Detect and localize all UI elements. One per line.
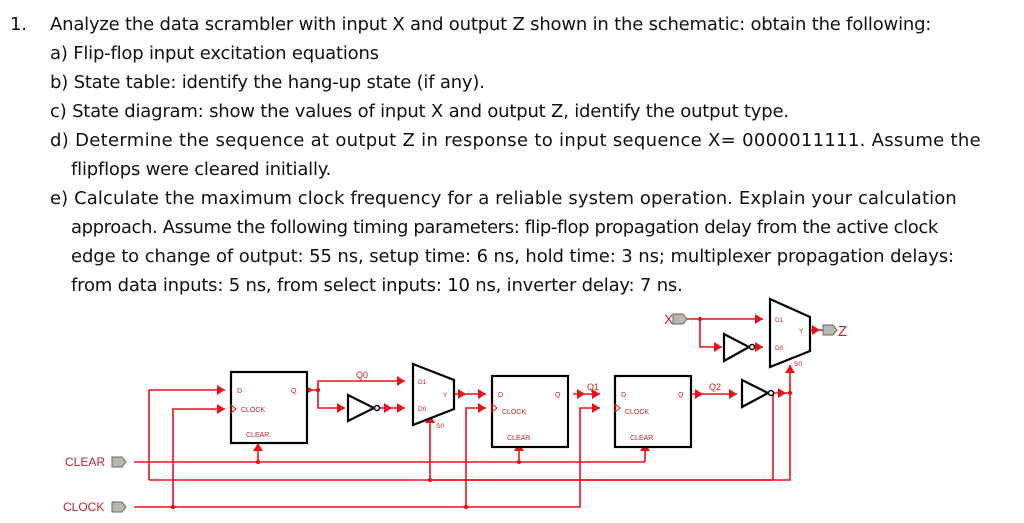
mux1-d1-label: D1 [418,379,427,386]
junctions [170,316,793,510]
multiplexer-2: D1 D0 Y S0 [768,297,812,369]
inverter-q2 [740,378,775,409]
input-clear-label: CLEAR [65,455,105,469]
ff2-clock-triangle-icon [614,402,621,414]
mux2-d0-label: D0 [775,345,784,352]
part-text: State table: identify the hang-up state … [73,72,485,93]
part-label: e) [50,188,69,209]
ff1-clock-label: CLOCK [502,409,526,416]
multiplexer-1: D1 D0 Y S0 [411,362,456,430]
part-e-continuation-2: edge to change of output: 55 ns, setup t… [71,246,955,267]
flipflop-1: D Q CLOCK CLEAR [490,374,570,449]
mux2-d1-label: D1 [775,317,784,324]
ff0-clock-label: CLOCK [241,407,265,414]
q2n-loop-wire [428,393,791,481]
part-c: c) State diagram: show the values of inp… [50,101,789,122]
part-text: Flip-flop input excitation equations [73,43,379,64]
input-x-label: X [664,311,674,327]
ff0-d-label: D [237,388,242,395]
ff0-q-label: Q [291,388,297,395]
part-d: d) Determine the sequence at output Z in… [50,130,981,151]
net-q0-label: Q0 [356,370,368,380]
flipflop-2: D Q CLOCK CLEAR [613,374,693,449]
input-clock-label: CLOCK [63,500,104,514]
x-inverter-wire [699,319,722,348]
ff0-d-wire [148,389,225,480]
ff1-q-label: Q [555,392,561,399]
part-e-continuation-3: from data inputs: 5 ns, from select inpu… [71,275,683,296]
wires [134,318,823,508]
ff0-clock-wire [172,408,225,507]
ff2-clock-label: CLOCK [625,409,649,416]
ff1-clear-label: CLEAR [507,435,530,442]
flipflop-0: D Q CLOCK CLEAR [229,370,309,445]
input-port-x-icon [672,313,688,325]
part-label: d) [50,130,70,151]
part-e: e) Calculate the maximum clock frequency… [50,188,957,209]
part-label: a) [50,43,68,64]
part-a: a) Flip-flop input excitation equations [50,43,379,64]
input-port-x: X [664,311,688,327]
input-port-clock: CLOCK [63,500,127,514]
part-e-continuation-1: approach. Assume the following timing pa… [71,217,938,238]
part-label: b) [50,72,69,93]
input-port-clear: CLEAR [65,455,127,469]
ff2-d-label: D [621,392,626,399]
inverter-q0 [346,393,381,423]
question-number: 1. [10,14,27,35]
output-z-label: Z [838,323,847,340]
output-port-z-icon [822,324,838,336]
mux1-y-label: Y [443,392,448,399]
part-d-continuation: flipflops were cleared initially. [71,159,332,180]
mux1-d0-label: D0 [418,406,427,413]
part-text: State diagram: show the values of input … [72,101,789,122]
part-text: Determine the sequence at output Z in re… [75,130,981,151]
part-text: Calculate the maximum clock frequency fo… [74,188,957,209]
mux1-s0-label: S0 [436,423,444,430]
ff0-clear-label: CLEAR [246,432,269,439]
input-port-clear-icon [111,456,127,468]
mux2-y-label: Y [799,328,804,335]
net-q2-label: Q2 [709,382,721,392]
mux2-s0-label: S0 [794,361,802,368]
input-port-clock-icon [111,501,127,513]
ff1-d-label: D [498,392,503,399]
ff2-q-label: Q [678,392,684,399]
ff0-clock-triangle-icon [230,403,237,415]
arrowheads [217,314,820,451]
inverter-x [722,332,756,363]
ff1-clock-triangle-icon [491,402,498,414]
part-label: c) [50,101,67,122]
output-port-z: Z [822,323,847,340]
net-q1-label: Q1 [587,382,599,392]
clock-bus-wire [134,407,486,508]
question-intro: Analyze the data scrambler with input X … [50,14,932,35]
ff2-clock-wire [466,407,600,508]
part-b: b) State table: identify the hang-up sta… [50,72,485,93]
ff2-clear-label: CLEAR [630,435,653,442]
q0-inverter-wire [317,390,345,409]
